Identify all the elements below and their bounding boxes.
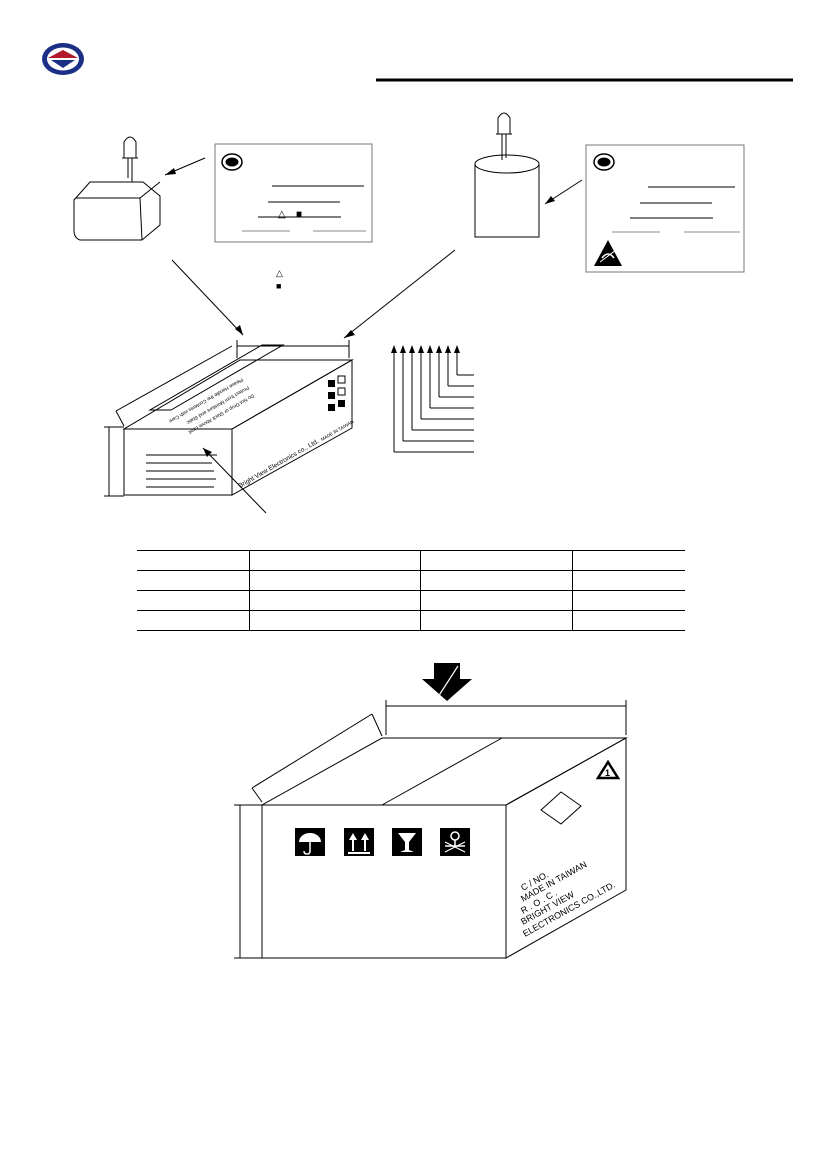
table-cell — [419, 610, 572, 631]
inner-box — [104, 340, 354, 514]
outer-carton — [234, 700, 628, 959]
table-cell — [571, 610, 685, 631]
led-left-icon — [122, 136, 138, 182]
table-cell — [419, 590, 572, 611]
block-holder-icon — [73, 181, 161, 241]
company-logo — [42, 43, 84, 75]
legend-triangle: △ — [276, 268, 283, 278]
table-cell — [571, 570, 685, 591]
recycle-icon: 1 — [595, 759, 621, 780]
arrow-right-to-box — [343, 249, 456, 339]
label-card-right — [585, 144, 745, 273]
esd-warning-icon — [594, 240, 622, 266]
table-cell — [571, 550, 685, 571]
no-stacking-icon — [440, 828, 470, 856]
table-row — [137, 610, 685, 631]
code-indicator — [393, 350, 474, 453]
table-cell — [248, 590, 420, 611]
table-row — [137, 590, 685, 611]
down-arrow-icon — [422, 663, 472, 701]
led-right-icon — [496, 112, 512, 160]
inner-handling-icons — [328, 375, 346, 411]
table-cell — [137, 590, 249, 611]
table-cell — [137, 570, 249, 591]
table-row — [137, 550, 685, 571]
table-row — [137, 570, 685, 591]
inner-top-text: Please Handle the Contents with Care Pro… — [167, 376, 255, 435]
pointer-arrowhead — [203, 448, 212, 457]
table-cell — [248, 570, 420, 591]
label-triangle-symbol: △ — [278, 209, 286, 220]
table-cell — [137, 550, 249, 571]
table-cell — [248, 610, 420, 631]
table-cell — [248, 550, 420, 571]
spec-table — [137, 550, 685, 631]
inner-made-in: MADE IN TAIWAN — [320, 419, 354, 442]
table-cell — [419, 550, 572, 571]
carton-marking: C / NO. MADE IN TAIWAN R . O . C . BRIGH… — [519, 859, 617, 939]
table-cell — [419, 570, 572, 591]
keep-dry-icon — [295, 828, 325, 856]
svg-text:1: 1 — [605, 768, 610, 778]
fragile-icon — [392, 828, 422, 856]
table-cell — [571, 590, 685, 611]
table-cell — [137, 610, 249, 631]
arrow-left-to-box — [171, 259, 244, 336]
code-arrowheads — [391, 345, 460, 353]
label-card-left — [214, 143, 373, 243]
label-square-symbol: ■ — [296, 209, 302, 220]
this-way-up-icon — [344, 828, 374, 856]
cylinder-holder-icon — [474, 154, 540, 238]
inner-company-line: Bright View Electronics co., Ltd. — [238, 438, 321, 490]
legend-square: ■ — [276, 281, 281, 291]
